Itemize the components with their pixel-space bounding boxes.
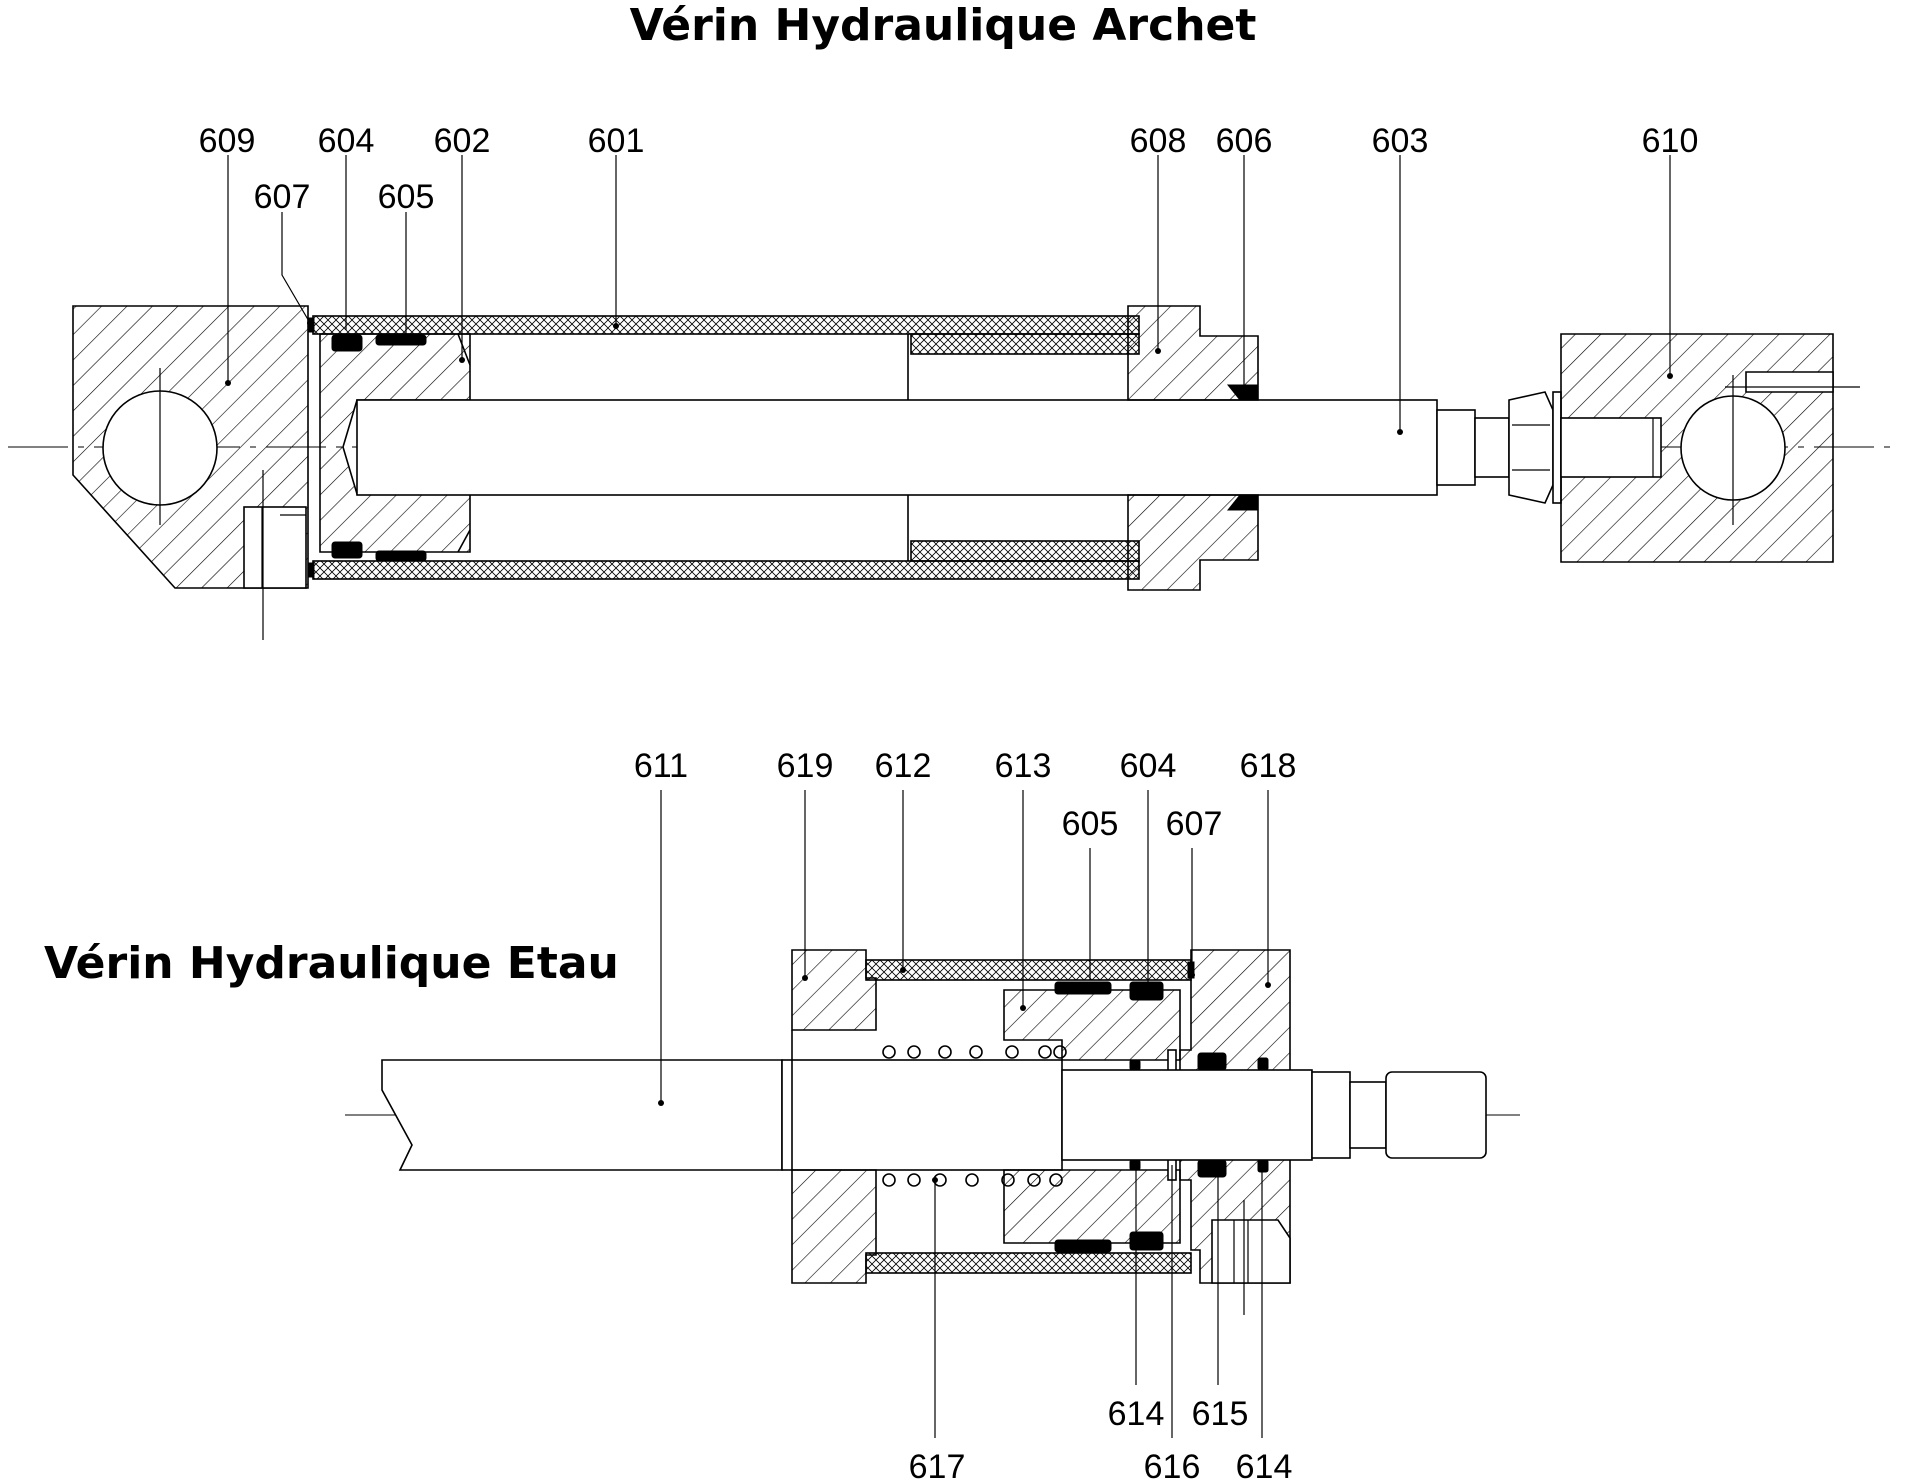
label-615: 615 (1192, 1395, 1249, 1433)
label-612: 612 (875, 747, 932, 785)
label-602: 602 (434, 122, 491, 160)
label-618: 618 (1240, 747, 1297, 785)
rod-neck (1474, 417, 1510, 478)
etau-port (1211, 1219, 1291, 1284)
rear-port (243, 506, 307, 589)
archet-leaders (225, 155, 1673, 435)
part-611-rod (381, 1059, 783, 1171)
etau-leaders (658, 790, 1271, 1438)
grease-channel (1745, 371, 1834, 393)
label-610: 610 (1642, 122, 1699, 160)
part-614-oring-b-top (1257, 1057, 1269, 1071)
part-612-tube-bottom (865, 1252, 1192, 1274)
lock-nut (1508, 391, 1554, 504)
part-613-piston-top (1003, 989, 1181, 1061)
clevis-thread-bore (1560, 417, 1662, 478)
label-613: 613 (995, 747, 1052, 785)
washer (1552, 391, 1562, 504)
barrel-inner-bottom (910, 540, 1140, 562)
label-605-etau: 605 (1062, 805, 1119, 843)
label-601: 601 (588, 122, 645, 160)
archet-labels: 609 604 602 601 607 605 608 606 603 610 (199, 122, 1699, 216)
label-607: 607 (254, 178, 311, 216)
label-606: 606 (1216, 122, 1273, 160)
label-609: 609 (199, 122, 256, 160)
label-607-etau: 607 (1166, 805, 1223, 843)
part-605-wear-ring-bottom (375, 550, 427, 562)
label-603: 603 (1372, 122, 1429, 160)
part-603-rod (356, 399, 1438, 496)
part-605-wear-ring-top (375, 334, 427, 346)
rod-shoulder (781, 1059, 1063, 1171)
barrel-inner-top (910, 333, 1140, 355)
part-615-rod-seal-top (1197, 1052, 1227, 1071)
part-605-wear-ring-bottom (1054, 1239, 1112, 1253)
label-604: 604 (318, 122, 375, 160)
part-614-oring-b-bottom (1257, 1159, 1269, 1173)
rod-neck (1349, 1081, 1387, 1149)
part-614-oring-a-top (1129, 1059, 1141, 1071)
part-608-gland-top (1127, 305, 1259, 401)
part-605-wear-ring-top (1054, 981, 1112, 995)
rod-step (1311, 1071, 1351, 1159)
label-611: 611 (634, 747, 688, 785)
etau-cylinder (345, 949, 1520, 1315)
part-604-seal-top (331, 334, 363, 352)
part-612-tube-top (865, 959, 1192, 981)
label-616: 616 (1144, 1448, 1201, 1482)
part-614-oring-a-bottom (1129, 1159, 1141, 1171)
part-606-rod-seal-top (1226, 384, 1259, 401)
label-614-left: 614 (1108, 1395, 1165, 1433)
title-etau: Vérin Hydraulique Etau (44, 938, 619, 989)
part-604-seal-top (1129, 981, 1164, 1001)
part-607-oring-bottom (307, 562, 315, 578)
label-619: 619 (777, 747, 834, 785)
part-604-seal-bottom (331, 541, 363, 559)
etau-labels: 611 619 612 613 604 618 605 607 614 615 … (634, 747, 1296, 1482)
part-606-rod-seal-bottom (1226, 494, 1259, 511)
title-archet: Vérin Hydraulique Archet (630, 0, 1257, 51)
part-601-barrel-bottom (312, 560, 1140, 580)
etau-inner-rod (1061, 1069, 1313, 1161)
rod-end (1385, 1071, 1487, 1159)
part-601-barrel-top (312, 315, 1140, 335)
label-605: 605 (378, 178, 435, 216)
part-615-rod-seal-bottom (1197, 1159, 1227, 1178)
rod-end-collar (1436, 409, 1476, 486)
part-607-oring-top (1187, 961, 1195, 979)
label-604-etau: 604 (1120, 747, 1177, 785)
label-608: 608 (1130, 122, 1187, 160)
part-604-seal-bottom (1129, 1231, 1164, 1251)
part-619-front-cap-bottom (791, 1169, 877, 1284)
label-617: 617 (909, 1448, 966, 1482)
archet-cylinder (8, 305, 1900, 640)
label-614-right: 614 (1236, 1448, 1293, 1482)
